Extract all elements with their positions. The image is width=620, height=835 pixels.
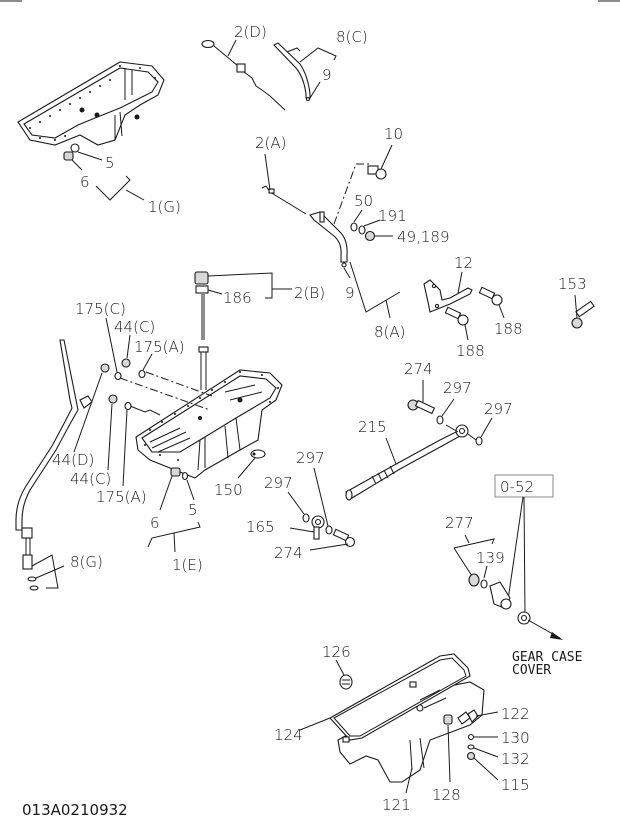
dipstick-2a	[261, 185, 307, 215]
guide-tube-8c	[273, 42, 311, 102]
label-175a-a: 175(A)	[134, 338, 185, 356]
label-274-a: 274	[404, 360, 433, 378]
label-128: 128	[432, 786, 461, 804]
label-6: 6	[80, 173, 90, 191]
washer-297-a	[436, 415, 444, 425]
plug-126	[339, 674, 353, 690]
washer-191	[358, 225, 366, 235]
note-cover: COVER	[512, 663, 551, 678]
label-44c-a: 44(C)	[114, 318, 155, 336]
label-5: 5	[105, 154, 115, 172]
washer-175a-b	[124, 401, 132, 411]
dipstick-2d	[201, 39, 286, 111]
label-191: 191	[378, 207, 407, 225]
bolt-274-a	[407, 399, 436, 415]
note-gear-case: GEAR CASE	[512, 650, 582, 665]
bracket-122	[457, 709, 479, 725]
washer-297-b	[475, 436, 483, 446]
oil-pan-1e	[135, 369, 283, 479]
washer-297-c	[302, 513, 310, 523]
label-126: 126	[322, 643, 351, 661]
label-165: 165	[246, 518, 275, 536]
washer-297-d	[325, 525, 333, 535]
label-215: 215	[358, 418, 387, 436]
label-2d: 2(D)	[234, 23, 267, 41]
washer-175c	[114, 371, 122, 381]
label-186: 186	[223, 289, 252, 307]
label-6-b: 6	[150, 514, 160, 532]
washer-50	[350, 222, 358, 232]
label-8g: 8(G)	[70, 553, 103, 571]
label-44d: 44(D)	[52, 451, 94, 469]
bracket-150	[250, 449, 266, 459]
label-1e: 1(E)	[172, 556, 203, 574]
reference-box-text: 0-52	[500, 478, 534, 496]
guide-tube-8a	[309, 211, 348, 263]
label-115: 115	[501, 776, 530, 794]
bolt-44c-a	[121, 358, 131, 368]
bolt-188-a	[478, 286, 503, 306]
oil-pan-1g	[17, 61, 165, 161]
label-9: 9	[322, 66, 332, 84]
gasket-5	[181, 471, 189, 481]
nut-49	[364, 230, 376, 242]
label-49-189: 49,189	[397, 228, 450, 246]
nut-115	[466, 751, 476, 761]
label-153: 153	[558, 275, 587, 293]
oil-pan-121	[329, 653, 485, 783]
label-2b: 2(B)	[294, 284, 325, 302]
washer-132	[467, 744, 475, 750]
label-10: 10	[384, 125, 403, 143]
label-175a-b: 175(A)	[96, 488, 147, 506]
label-297-a: 297	[443, 379, 472, 397]
label-277: 277	[445, 514, 474, 532]
label-150: 150	[214, 481, 243, 499]
label-297-b: 297	[484, 400, 513, 418]
filler-cap-2b	[194, 271, 209, 390]
label-188-b: 188	[456, 342, 485, 360]
label-1g: 1(G)	[148, 198, 181, 216]
eye-fitting-165	[311, 515, 325, 540]
bolt-188-b	[444, 306, 469, 326]
diagram-code: 013A0210932	[22, 801, 128, 819]
label-121: 121	[382, 796, 411, 814]
drain-plug-6	[170, 467, 181, 477]
bolt-274-b	[332, 528, 356, 548]
label-132: 132	[501, 750, 530, 768]
arrow-icon	[550, 632, 563, 640]
label-139: 139	[476, 549, 505, 567]
bolt-153	[571, 300, 595, 329]
label-50: 50	[354, 192, 373, 210]
drain-plug-128	[443, 714, 453, 725]
label-130: 130	[501, 729, 530, 747]
label-124: 124	[274, 726, 303, 744]
label-2a: 2(A)	[255, 134, 287, 152]
label-8a: 8(A)	[374, 323, 406, 341]
label-297-c: 297	[264, 474, 293, 492]
part-130	[467, 733, 475, 741]
bolt-10	[367, 165, 387, 180]
label-122: 122	[501, 705, 530, 723]
bolt-44d	[100, 363, 110, 373]
oil-hose-215	[345, 424, 469, 501]
washer-175a-a	[138, 369, 146, 379]
label-44c-b: 44(C)	[70, 470, 111, 488]
label-188-a: 188	[494, 320, 523, 338]
plug-277	[468, 573, 531, 625]
label-12: 12	[454, 254, 473, 272]
bolt-44c-b	[108, 394, 118, 404]
label-297-d: 297	[296, 449, 325, 467]
label-8c: 8(C)	[336, 28, 368, 46]
guide-tube-8g	[15, 339, 93, 591]
label-9-a: 9	[345, 284, 355, 302]
bracket-12	[423, 279, 473, 313]
label-175c: 175(C)	[75, 300, 126, 318]
label-5-b: 5	[188, 501, 198, 519]
label-274-b: 274	[274, 544, 303, 562]
